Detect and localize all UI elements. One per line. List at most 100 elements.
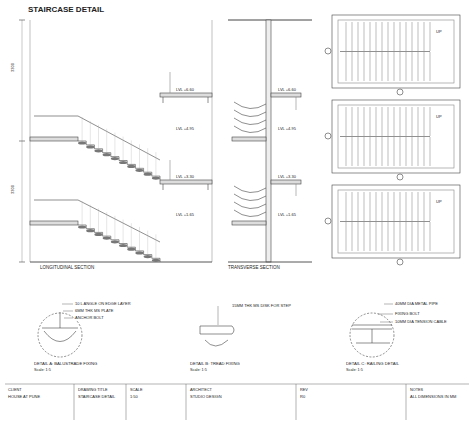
baluster — [90, 121, 91, 145]
tread-line — [406, 137, 407, 166]
scale-note: Scale: 1:5 — [346, 368, 363, 372]
tread-line — [358, 107, 359, 136]
tread-line — [382, 107, 383, 136]
baluster — [131, 140, 132, 164]
tread-line — [370, 222, 371, 251]
tread-line — [412, 137, 413, 166]
drawing-title: STAIRCASE DETAIL — [28, 6, 104, 14]
stair-treads — [78, 117, 160, 262]
tread-line — [400, 137, 401, 166]
tread-line — [346, 137, 347, 166]
tread-line — [370, 137, 371, 166]
title-block-text: R0 — [300, 395, 305, 399]
scale-note: Scale: 1:5 — [190, 368, 207, 372]
tread-line — [400, 22, 401, 51]
detail-title: DETAIL B: TREAD FIXING — [190, 362, 240, 366]
detail-title: DETAIL A: BALUSTRADE FIXING — [34, 362, 97, 366]
tread-line — [382, 137, 383, 166]
tread-line — [430, 137, 431, 166]
tread-line — [418, 22, 419, 51]
tread-line — [418, 107, 419, 136]
detail-title: DETAIL C: RAILING DETAIL — [346, 362, 399, 366]
disk-tread — [103, 153, 111, 156]
baluster — [155, 234, 156, 258]
tread-line — [424, 192, 425, 221]
baluster — [155, 152, 156, 176]
tread-line — [382, 22, 383, 51]
baluster — [106, 212, 107, 236]
tread-line — [430, 22, 431, 51]
title-block-text: 1:50 — [130, 395, 138, 399]
tread-line — [370, 22, 371, 51]
tread-line — [364, 22, 365, 51]
disk-tread — [111, 240, 119, 243]
tread-line — [364, 192, 365, 221]
tread-line — [352, 22, 353, 51]
level-tag: LVL +6.60 — [278, 88, 296, 92]
disk-tread — [127, 165, 135, 168]
tread-line — [382, 52, 383, 81]
baluster — [131, 223, 132, 247]
scale-note: Scale: 1:5 — [34, 368, 51, 372]
tread-line — [370, 192, 371, 221]
tread-line — [424, 222, 425, 251]
baluster — [123, 137, 124, 161]
tread-line — [400, 52, 401, 81]
disk-tread — [127, 248, 135, 251]
tread-line — [424, 22, 425, 51]
tread-line — [352, 137, 353, 166]
tread-line — [358, 22, 359, 51]
disk-tread — [94, 233, 102, 236]
direction-note: UP — [436, 30, 442, 34]
tread-line — [388, 222, 389, 251]
tread-line — [430, 222, 431, 251]
callout-text: 10 L ANGLE ON EDGE LAYER — [75, 302, 131, 306]
tread-line — [364, 107, 365, 136]
tread-line — [412, 107, 413, 136]
tread-line — [400, 192, 401, 221]
tread-line — [412, 22, 413, 51]
disk-tread — [135, 251, 143, 254]
tread-line — [346, 52, 347, 81]
level-tag: LVL +1.65 — [176, 213, 194, 217]
baluster — [82, 117, 83, 141]
tread-line — [364, 222, 365, 251]
baluster — [147, 148, 148, 172]
tread-line — [400, 222, 401, 251]
tread-line — [418, 192, 419, 221]
title-block-text: ALL DIMENSIONS IN MM — [410, 395, 456, 399]
callout-text: 6MM THK MS PLATE — [75, 309, 114, 313]
tread-line — [358, 52, 359, 81]
baluster — [98, 125, 99, 149]
callout-text: ANCHOR BOLT — [75, 316, 104, 320]
disk-tread — [86, 229, 94, 232]
tread-line — [376, 107, 377, 136]
level-tag: LVL +3.30 — [278, 175, 296, 179]
title-block-text: DRAWING TITLE — [78, 388, 108, 392]
title-block-text: NOTES — [410, 388, 423, 392]
title-block-text: ARCHITECT — [190, 388, 212, 392]
tread-line — [406, 107, 407, 136]
tread-line — [430, 192, 431, 221]
level-tag: LVL +4.95 — [176, 127, 194, 131]
title-block-text: STAIRCASE DETAIL — [78, 395, 115, 399]
plan-treads — [346, 22, 430, 251]
longitudinal-section — [19, 20, 212, 262]
tread-line — [412, 222, 413, 251]
disk-tread — [144, 255, 152, 258]
tread-line — [394, 137, 395, 166]
stair-plans — [325, 15, 460, 265]
details — [38, 304, 394, 357]
level-tag: LVL +3.30 — [176, 175, 194, 179]
baluster — [98, 208, 99, 232]
tread-line — [382, 192, 383, 221]
level-tag: LVL +6.60 — [176, 88, 194, 92]
baluster — [139, 144, 140, 168]
tread-line — [364, 52, 365, 81]
tread-line — [400, 107, 401, 136]
disk-tread — [152, 177, 160, 180]
title-block-text: REV — [300, 388, 308, 392]
direction-note: UP — [436, 200, 442, 204]
tread-line — [424, 52, 425, 81]
tread-line — [352, 107, 353, 136]
